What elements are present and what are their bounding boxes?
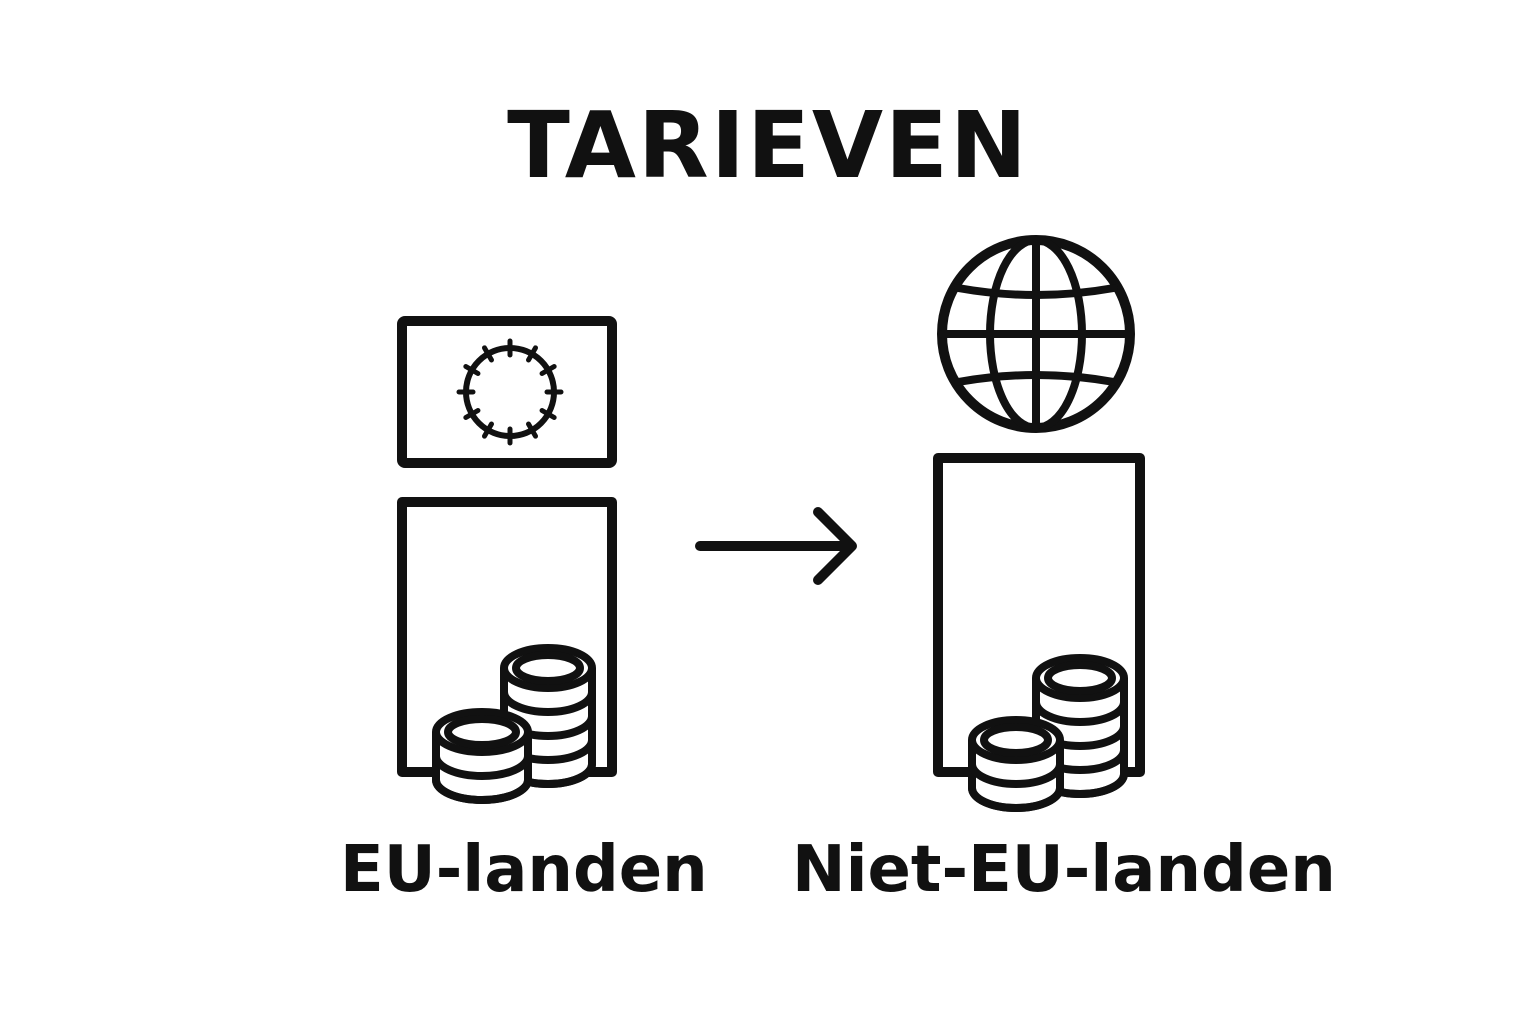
eu-star [539,364,557,376]
coin-edge [968,763,1064,788]
coin-edge [432,779,532,804]
coin-stack [432,708,532,804]
coin-edge [968,787,1064,812]
coin-stack-icon [432,644,596,804]
eu-star [526,421,538,439]
eu-flag-icon [397,316,617,468]
eu-star [463,408,481,420]
eu-star [526,345,538,363]
eu-star [539,408,557,420]
coin-edge [500,691,596,716]
coin-top-inner [512,651,584,685]
coin-top-inner [1044,661,1116,695]
page-title: TARIEVEN [507,92,1029,199]
eu-star [482,345,494,363]
coin-stack-icon [968,654,1128,812]
non-eu-countries-label: Niet-EU-landen [792,833,1336,907]
coin-top-inner [980,723,1052,757]
globe-icon [937,235,1135,433]
coin-edge [1032,701,1128,726]
coin-top-inner [444,715,520,749]
eu-stars [456,338,564,446]
coin-stack [968,716,1064,812]
eu-countries-label: EU-landen [340,833,708,907]
arrow-right-icon [695,507,857,585]
eu-star [482,421,494,439]
eu-star [463,364,481,376]
coin-edge [432,755,532,780]
